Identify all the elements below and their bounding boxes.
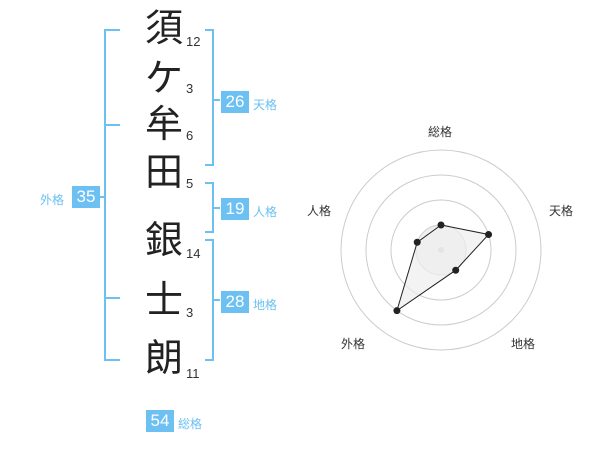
name-char-4: 田 — [144, 150, 183, 194]
name-char-5: 銀 — [144, 218, 183, 262]
soukaku-value-badge: 54 — [146, 410, 174, 432]
tenkaku-label: 天格 — [253, 98, 278, 112]
jinkaku-label: 人格 — [253, 205, 278, 219]
stroke-count-1: 12 — [186, 34, 201, 49]
radar-ring-4 — [340, 149, 542, 351]
radar-axis-label-gaikaku: 外格 — [341, 337, 366, 351]
stroke-count-4: 5 — [186, 176, 194, 191]
chikaku-label: 地格 — [253, 298, 278, 312]
tenkaku-bracket — [205, 29, 214, 166]
radar-ring-2 — [390, 199, 492, 301]
gaikaku-bracket — [104, 29, 120, 361]
stroke-count-6: 3 — [186, 305, 194, 320]
radar-axis-label-chikaku: 地格 — [511, 337, 536, 351]
name-char-6: 士 — [144, 278, 183, 322]
radar-point-5 — [413, 238, 421, 246]
radar-polygon — [396, 224, 490, 312]
radar-shape — [393, 221, 493, 315]
gaikaku-label: 外格 — [40, 193, 65, 207]
radar-axis-label-soukaku: 総格 — [428, 125, 453, 139]
soukaku-label: 総格 — [178, 417, 203, 431]
jinkaku-value-badge: 19 — [221, 198, 249, 220]
stroke-count-7: 11 — [186, 366, 200, 381]
radar-point-4 — [393, 307, 401, 315]
name-char-7: 朗 — [144, 336, 183, 380]
name-char-2: ケ — [144, 56, 183, 100]
tenkaku-value-badge: 26 — [221, 91, 249, 113]
radar-point-3 — [452, 266, 460, 274]
radar-axis-label-jinkaku: 人格 — [307, 204, 332, 218]
radar-ring-3 — [365, 174, 517, 326]
stroke-count-5: 14 — [186, 246, 201, 261]
name-char-1: 須 — [144, 6, 183, 50]
radar-axis-label-tenkaku: 天格 — [549, 204, 574, 218]
stroke-count-2: 3 — [186, 81, 194, 96]
gaikaku-value-badge: 35 — [72, 186, 100, 208]
radar-point-2 — [485, 231, 493, 239]
stroke-count-3: 6 — [186, 128, 194, 143]
name-char-3: 牟 — [144, 102, 183, 146]
chikaku-value-badge: 28 — [221, 291, 249, 313]
radar-point-1 — [437, 221, 445, 229]
